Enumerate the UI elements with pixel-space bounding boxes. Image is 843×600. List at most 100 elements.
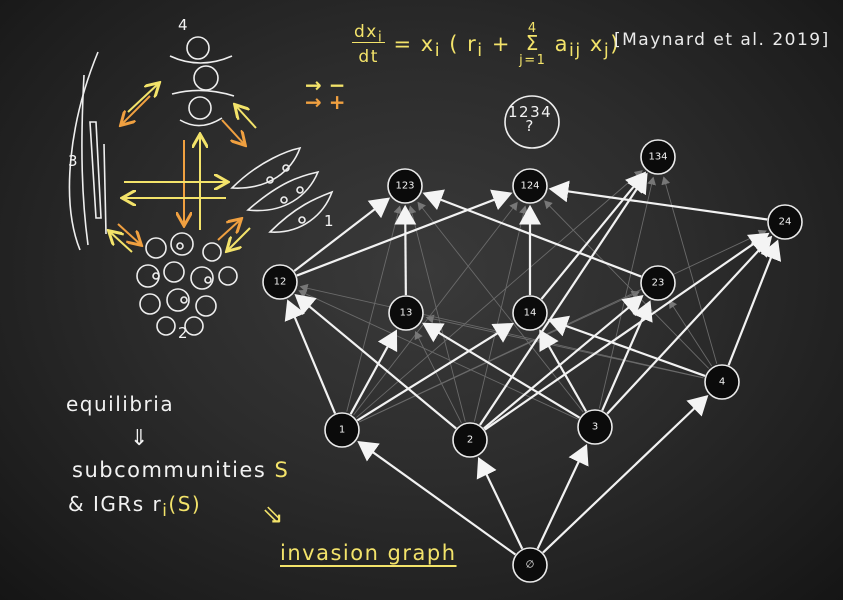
node-14: 14 [512, 295, 548, 331]
edge-1-13 [349, 329, 398, 415]
edge-2-23 [483, 295, 644, 430]
node-circle-empty [512, 547, 548, 583]
node-circle-24 [767, 204, 803, 240]
node-circle-3 [577, 409, 613, 445]
edge-1-14 [356, 322, 515, 422]
edge-14-134 [540, 171, 647, 300]
node-3: 3 [577, 409, 613, 445]
equation-r: ( r [449, 32, 478, 56]
edge-empty-1 [357, 440, 517, 556]
node-circle-4 [704, 364, 740, 400]
node-label-2: 2 [467, 435, 473, 446]
node-134: 134 [640, 139, 676, 175]
equation-r-sub: i [477, 41, 484, 62]
label-subcommunities: subcommunities S [72, 458, 289, 482]
node-123: 123 [387, 168, 423, 204]
node-12: 12 [262, 264, 298, 300]
edge-12-123 [293, 197, 391, 272]
node-label-124: 124 [520, 181, 539, 192]
node-circle-1 [324, 412, 360, 448]
subcommunities-text: subcommunities S [72, 458, 289, 482]
edge-2-134 [479, 172, 648, 426]
node-label-empty: ∅ [526, 560, 535, 571]
species-label-1: 1 [324, 212, 334, 230]
derivative-numerator: dxi [352, 22, 386, 46]
derivative-denominator: dt [358, 46, 379, 67]
edge-4-14 [547, 315, 706, 377]
equation-x-sub: i [434, 41, 442, 62]
faint-edge-2-123 [407, 205, 466, 422]
node-1: 1 [324, 412, 360, 448]
node-label-3: 3 [592, 422, 598, 433]
faint-edge-3-134 [598, 176, 656, 409]
node-circle-23 [640, 265, 676, 301]
node-124: 124 [512, 168, 548, 204]
unknown-community-id: 1234 [508, 103, 553, 121]
edge-3-23 [601, 300, 653, 411]
node-circle-2 [452, 422, 488, 458]
node-circle-123 [387, 168, 423, 204]
node-circle-124 [512, 168, 548, 204]
edge-empty-2 [476, 456, 524, 550]
label-igrs: & IGRs ri(S) [68, 492, 201, 520]
faint-edge-2-13 [414, 330, 462, 424]
igrs-text: & IGRs r [68, 492, 163, 516]
faint-edge-4-12 [299, 283, 704, 379]
summation-lower: j=1 [519, 53, 547, 68]
node-13: 13 [388, 295, 424, 331]
subcommunities-symbol: S [274, 458, 290, 482]
derivative-dx: dx [354, 22, 378, 43]
faint-edge-1-134 [356, 170, 643, 418]
equation-a-sub: ij [568, 41, 582, 62]
node-circle-12 [262, 264, 298, 300]
node-label-13: 13 [400, 308, 413, 319]
edge-2-24 [484, 232, 770, 431]
edge-23-123 [422, 189, 642, 278]
species-label-4: 4 [178, 16, 188, 34]
subcommunities-word: subcommunities [72, 458, 275, 482]
equation-plus: + [491, 32, 511, 56]
faint-edge-1-24 [359, 229, 767, 423]
species-4-cells [169, 36, 235, 127]
faint-edge-4-134 [661, 176, 718, 364]
equation-xj: x [589, 32, 604, 56]
node-empty: ∅ [512, 547, 548, 583]
graph-edges [284, 171, 782, 556]
lotka-volterra-equation: dxi dt = xi ( ri + 4 Σ j=1 aij xj) [352, 22, 620, 68]
summation-symbol: Σ [525, 31, 540, 55]
node-label-4: 4 [719, 377, 725, 388]
derivative-sub: i [377, 29, 384, 46]
node-24: 24 [767, 204, 803, 240]
species-3-cells [68, 51, 107, 251]
edge-1-12 [284, 299, 337, 414]
node-23: 23 [640, 265, 676, 301]
node-circle-13 [388, 295, 424, 331]
node-circle-134 [640, 139, 676, 175]
edge-4-24 [727, 239, 782, 366]
node-2: 2 [452, 422, 488, 458]
unknown-community-circle [504, 95, 560, 149]
edge-24-124 [548, 180, 768, 221]
unknown-community-label: 1234 ? [508, 103, 553, 135]
species-label-3: 3 [68, 152, 78, 170]
implies-arrow-icon: ⇘ [262, 500, 286, 530]
edge-3-14 [539, 329, 588, 412]
edge-12-124 [296, 189, 513, 277]
label-invasion-graph: invasion graph [280, 541, 457, 565]
node-label-24: 24 [779, 217, 792, 228]
unknown-community-question: ? [525, 117, 535, 135]
faint-edge-1-124 [353, 201, 518, 416]
node-4: 4 [704, 364, 740, 400]
faint-edge-4-124 [544, 200, 710, 369]
node-circle-14 [512, 295, 548, 331]
legend-positive: → + [305, 90, 346, 114]
node-label-23: 23 [652, 278, 665, 289]
faint-edge-3-123 [417, 201, 584, 413]
node-label-12: 12 [274, 277, 287, 288]
summation-upper: 4 [527, 21, 538, 36]
faint-edge-4-23 [668, 299, 713, 367]
